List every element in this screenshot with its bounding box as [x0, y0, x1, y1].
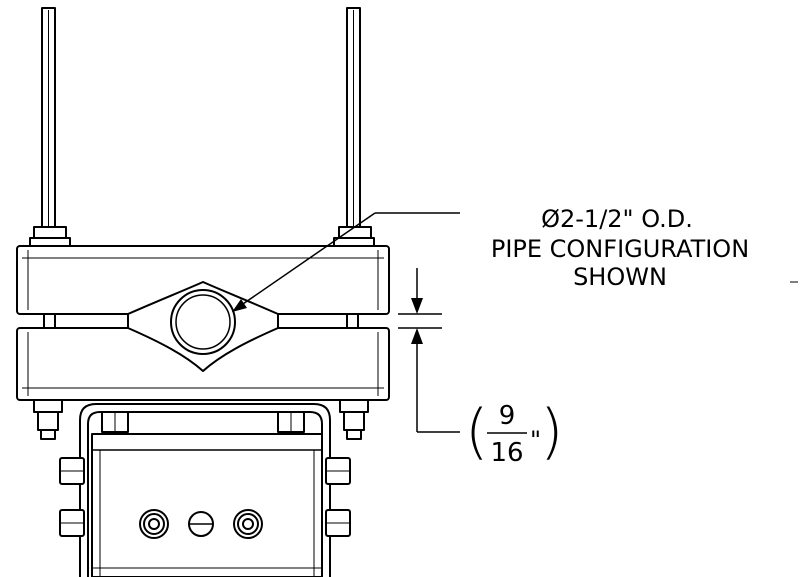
callout-line-2: PIPE CONFIGURATION: [491, 235, 749, 263]
dimension-arrow-bottom: [411, 328, 423, 344]
pipe-section: [170, 289, 236, 355]
mount-assembly: [16, 7, 390, 577]
vent-plug-center: [188, 511, 214, 537]
upper-clamp-bar: [16, 245, 390, 315]
side-bolt-left-bottom: [59, 509, 85, 537]
fraction-denominator: 16: [490, 438, 523, 468]
leader-arrowhead: [232, 299, 247, 312]
paren-open: (: [465, 397, 488, 467]
dimension-unit: ": [530, 426, 541, 454]
top-nut-left: [29, 226, 71, 247]
dimension-label: ( 9 16 " ): [465, 397, 563, 468]
rod-gap-left: [43, 313, 56, 329]
threaded-rod-right: [346, 7, 361, 231]
fraction-numerator: 9: [499, 401, 516, 431]
bottom-nut-left: [33, 399, 63, 440]
callout-leader: [239, 212, 460, 307]
bracket-nut-right: [277, 411, 305, 433]
paren-close: ): [540, 397, 563, 467]
side-bolt-left-top: [59, 457, 85, 485]
cable-gland-right: [233, 509, 263, 539]
rod-gap-right: [346, 313, 359, 329]
side-bolt-right-bottom: [325, 509, 351, 537]
threaded-rod-left: [41, 7, 56, 231]
enclosure-box: [91, 433, 323, 577]
gap-dimension: [398, 268, 460, 433]
bottom-nut-right: [339, 399, 369, 440]
dimension-arrow-top: [411, 298, 423, 314]
side-bolt-right-top: [325, 457, 351, 485]
bracket-nut-left: [101, 411, 129, 433]
pipe-callout: Ø2-1/2" O.D. PIPE CONFIGURATION SHOWN: [491, 205, 749, 291]
callout-line-1: Ø2-1/2" O.D.: [541, 205, 693, 233]
callout-line-3: SHOWN: [573, 263, 667, 291]
cable-gland-left: [139, 509, 169, 539]
